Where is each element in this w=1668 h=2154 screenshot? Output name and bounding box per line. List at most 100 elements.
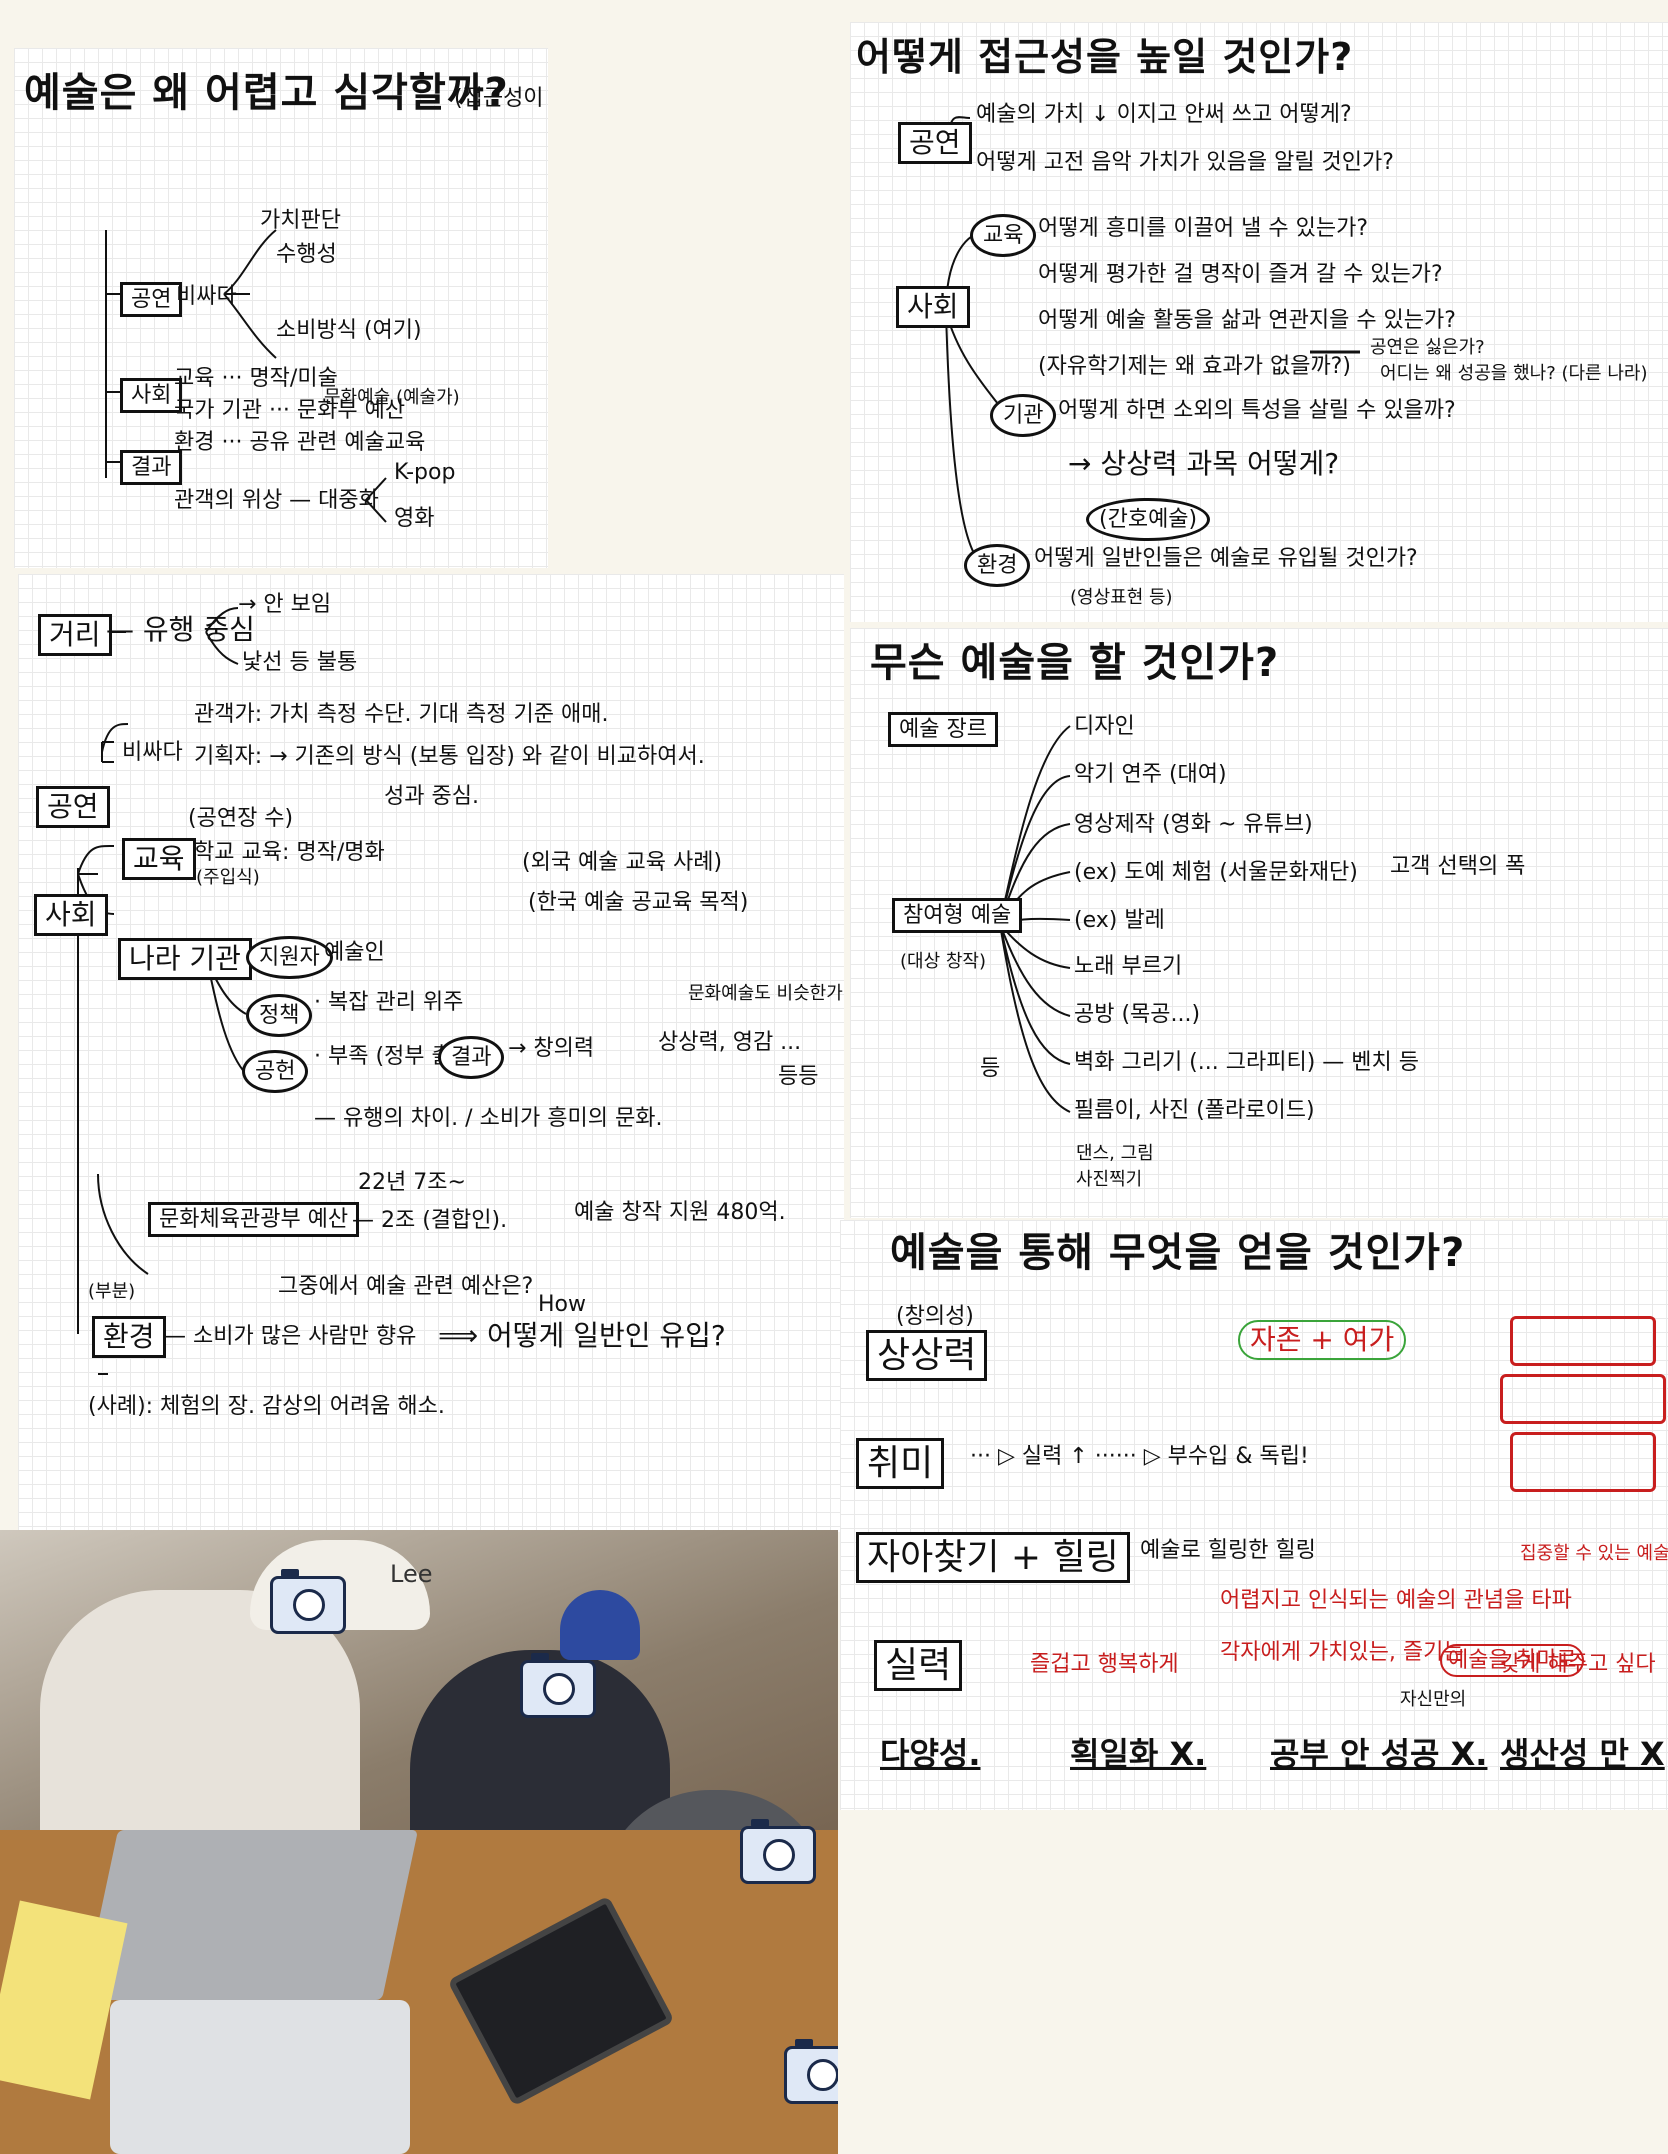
expensive-line-1: 관객가: 가치 측정 수단. 기대 측정 기준 애매.: [194, 702, 609, 727]
self-healing-line: 예술로 힐링한 힐링: [1140, 1538, 1316, 1563]
left-note: 등: [980, 1056, 1001, 1081]
hobby-line: ··· ▷ 실력 ↑ ······ ▷ 부수입 & 독립!: [970, 1444, 1309, 1469]
tablet-case: [110, 2000, 410, 2154]
camera-sticker-icon: [740, 1819, 816, 1884]
node-consumption: 소비방식 (여기): [276, 318, 422, 343]
result-text: → 창의력: [508, 1036, 595, 1061]
environment-bottom: (사례): 체험의 장. 감상의 어려움 해소.: [88, 1394, 445, 1419]
budget-question: 그중에서 예술 관련 예산은?: [278, 1274, 534, 1299]
expensive-line-3: 성과 중심.: [384, 784, 479, 809]
art-item: 댄스, 그림: [1076, 1143, 1154, 1164]
node-policy: 정책: [246, 994, 313, 1038]
person-blue-cap: [560, 1590, 640, 1660]
node-society: 사회: [34, 894, 108, 937]
society-line-1: 교육 ··· 명작/미술: [174, 366, 338, 391]
node-society: 사회: [120, 378, 183, 414]
node-performativity: 수행성: [276, 242, 337, 267]
performance-question-2: 어떻게 고전 음악 가치가 있음을 알릴 것인가?: [976, 150, 1394, 175]
keyword-self-healing: 자아찾기 + 힐링: [856, 1532, 1130, 1584]
imagination-line: → 상상력 과목 어떻게?: [1068, 447, 1340, 480]
education-question-1: 어떻게 흥미를 이끌어 낼 수 있는가?: [1038, 216, 1369, 241]
participatory-sub: (대상 창작): [900, 951, 987, 972]
panel-title: 어떻게 접근성을 높일 것인가?: [856, 35, 1354, 79]
society-right-5: 등등: [778, 1064, 819, 1089]
distance-right-2: 낯선 등 불통: [242, 650, 358, 675]
art-item: 디자인: [1074, 714, 1135, 739]
environment-arrow: ⟹ 어떻게 일반인 유입?: [438, 1319, 726, 1352]
person-hoodie: [40, 1590, 360, 1870]
node-result: 결과: [438, 1036, 505, 1080]
convergence-note: (간호예술): [1086, 498, 1211, 542]
node-ministry-budget: 문화체육관광부 예산: [148, 1202, 360, 1238]
node-participatory-art: 참여형 예술: [892, 898, 1023, 934]
education-sub: (주입식): [196, 867, 260, 888]
title-note: (접근성이 높다): [454, 86, 548, 111]
camera-sticker-icon: [784, 2039, 838, 2104]
red-note-7: 자신만의: [1400, 1689, 1467, 1710]
red-note-3: 즐겁고 행복하게: [1030, 1652, 1179, 1677]
budget-text: — 2조 (결합인).: [352, 1208, 508, 1233]
supporter-text: 예술인: [324, 940, 385, 965]
node-kpop: K-pop: [394, 460, 456, 485]
note-panel-why-difficult: 예술은 왜 어렵고 심각할까? (접근성이 높다) 가치판단 수행성 소비방식 …: [14, 48, 548, 568]
distance-line: — 유행 중심: [106, 613, 255, 646]
expensive-line-2: 기획자: → 기존의 방식 (보통 입장) 와 같이 비교하여서.: [194, 744, 705, 769]
environment-question: 어떻게 일반인들은 예술로 유입될 것인가?: [1034, 546, 1418, 571]
bottom-keyword: 다양성.: [880, 1735, 981, 1773]
node-national-institution: 나라 기관: [118, 938, 252, 981]
panel-title: 무슨 예술을 할 것인가?: [870, 640, 1280, 686]
art-item: (ex) 도예 체험 (서울문화재단): [1074, 860, 1358, 885]
environment-line: — 소비가 많은 사람만 향유: [164, 1324, 417, 1349]
red-note-2: 어렵지고 인식되는 예술의 관념을 타파: [1220, 1588, 1572, 1613]
camera-sticker-icon: [520, 1653, 596, 1718]
society-right-2: (한국 예술 공교육 목적): [528, 890, 749, 915]
red-box-3: [1510, 1432, 1656, 1492]
distance-right-1: → 안 보임: [238, 592, 332, 617]
node-education: 교육: [122, 838, 196, 881]
panel-title: 예술은 왜 어렵고 심각할까?: [24, 70, 509, 116]
note-panel-analysis: 거리 — 유행 중심 → 안 보임 낯선 등 불통 공연 비싸다 관객가: 가치…: [18, 574, 844, 1532]
node-genre: 예술 장르: [888, 712, 998, 748]
creativity-note: (창의성): [896, 1304, 974, 1329]
node-distance: 거리: [38, 614, 112, 657]
red-circle-note: 자존 + 여가: [1238, 1320, 1407, 1361]
node-movie: 영화: [394, 506, 435, 531]
cap-logo: Lee: [390, 1560, 433, 1588]
keyword-imagination: 상상력: [866, 1330, 988, 1382]
node-expensive: 비싸다: [122, 740, 183, 765]
society-line-3: 환경 ··· 공유 관련 예술교육: [174, 430, 426, 455]
budget-right: 예술 창작 지원 480억.: [574, 1200, 786, 1225]
node-performance: 공연: [120, 282, 183, 318]
node-society: 사회: [896, 286, 970, 329]
environment-note: (영상표현 등): [1070, 587, 1173, 608]
how-note: How: [538, 1292, 586, 1317]
society-right: 문화예술 (예술가): [324, 387, 460, 408]
society-right-3: 문화예술도 비슷한가: [688, 983, 843, 1004]
node-institution: 기관: [990, 394, 1057, 438]
bottom-keyword: 획일화 X.: [1070, 1735, 1207, 1773]
bottom-keyword: 공부 안 성공 X.: [1270, 1735, 1488, 1773]
node-education: 교육: [970, 214, 1037, 258]
red-box-1: [1510, 1316, 1656, 1366]
education-line: 학교 교육: 명작/명화: [194, 840, 385, 865]
budget-year: 22년 7조~: [358, 1170, 466, 1195]
performance-sub: (공연장 수): [188, 806, 294, 831]
node-environment: 환경: [964, 544, 1031, 588]
art-item: 벽화 그리기 (... 그라피티) — 벤치 등: [1074, 1050, 1419, 1075]
keyword-hobby: 취미: [856, 1438, 945, 1490]
art-item: 악기 연주 (대여): [1074, 762, 1227, 787]
node-environment: 환경: [92, 1316, 166, 1359]
node-performance: 공연: [898, 122, 972, 165]
education-side-1: 공연은 싫은가?: [1370, 337, 1485, 358]
node-contribution: 공헌: [242, 1050, 309, 1094]
red-note-5: 예술을 취미로: [1440, 1644, 1585, 1678]
mindmap-lines: [77, 607, 247, 1375]
note-panel-how-access: 어떻게 접근성을 높일 것인가? 공연 예술의 가치 ↓ 이지고 안써 쓰고 어…: [850, 22, 1668, 622]
education-question-4: (자유학기제는 왜 효과가 없을까?): [1038, 354, 1351, 379]
node-result: 결과: [120, 450, 183, 486]
policy-text: · 복잡 관리 위주: [314, 990, 464, 1015]
red-note-6: 갖게 해주고 싶다: [1500, 1652, 1656, 1677]
meeting-photo: Lee: [0, 1530, 838, 2154]
laptop: [81, 1830, 419, 2000]
